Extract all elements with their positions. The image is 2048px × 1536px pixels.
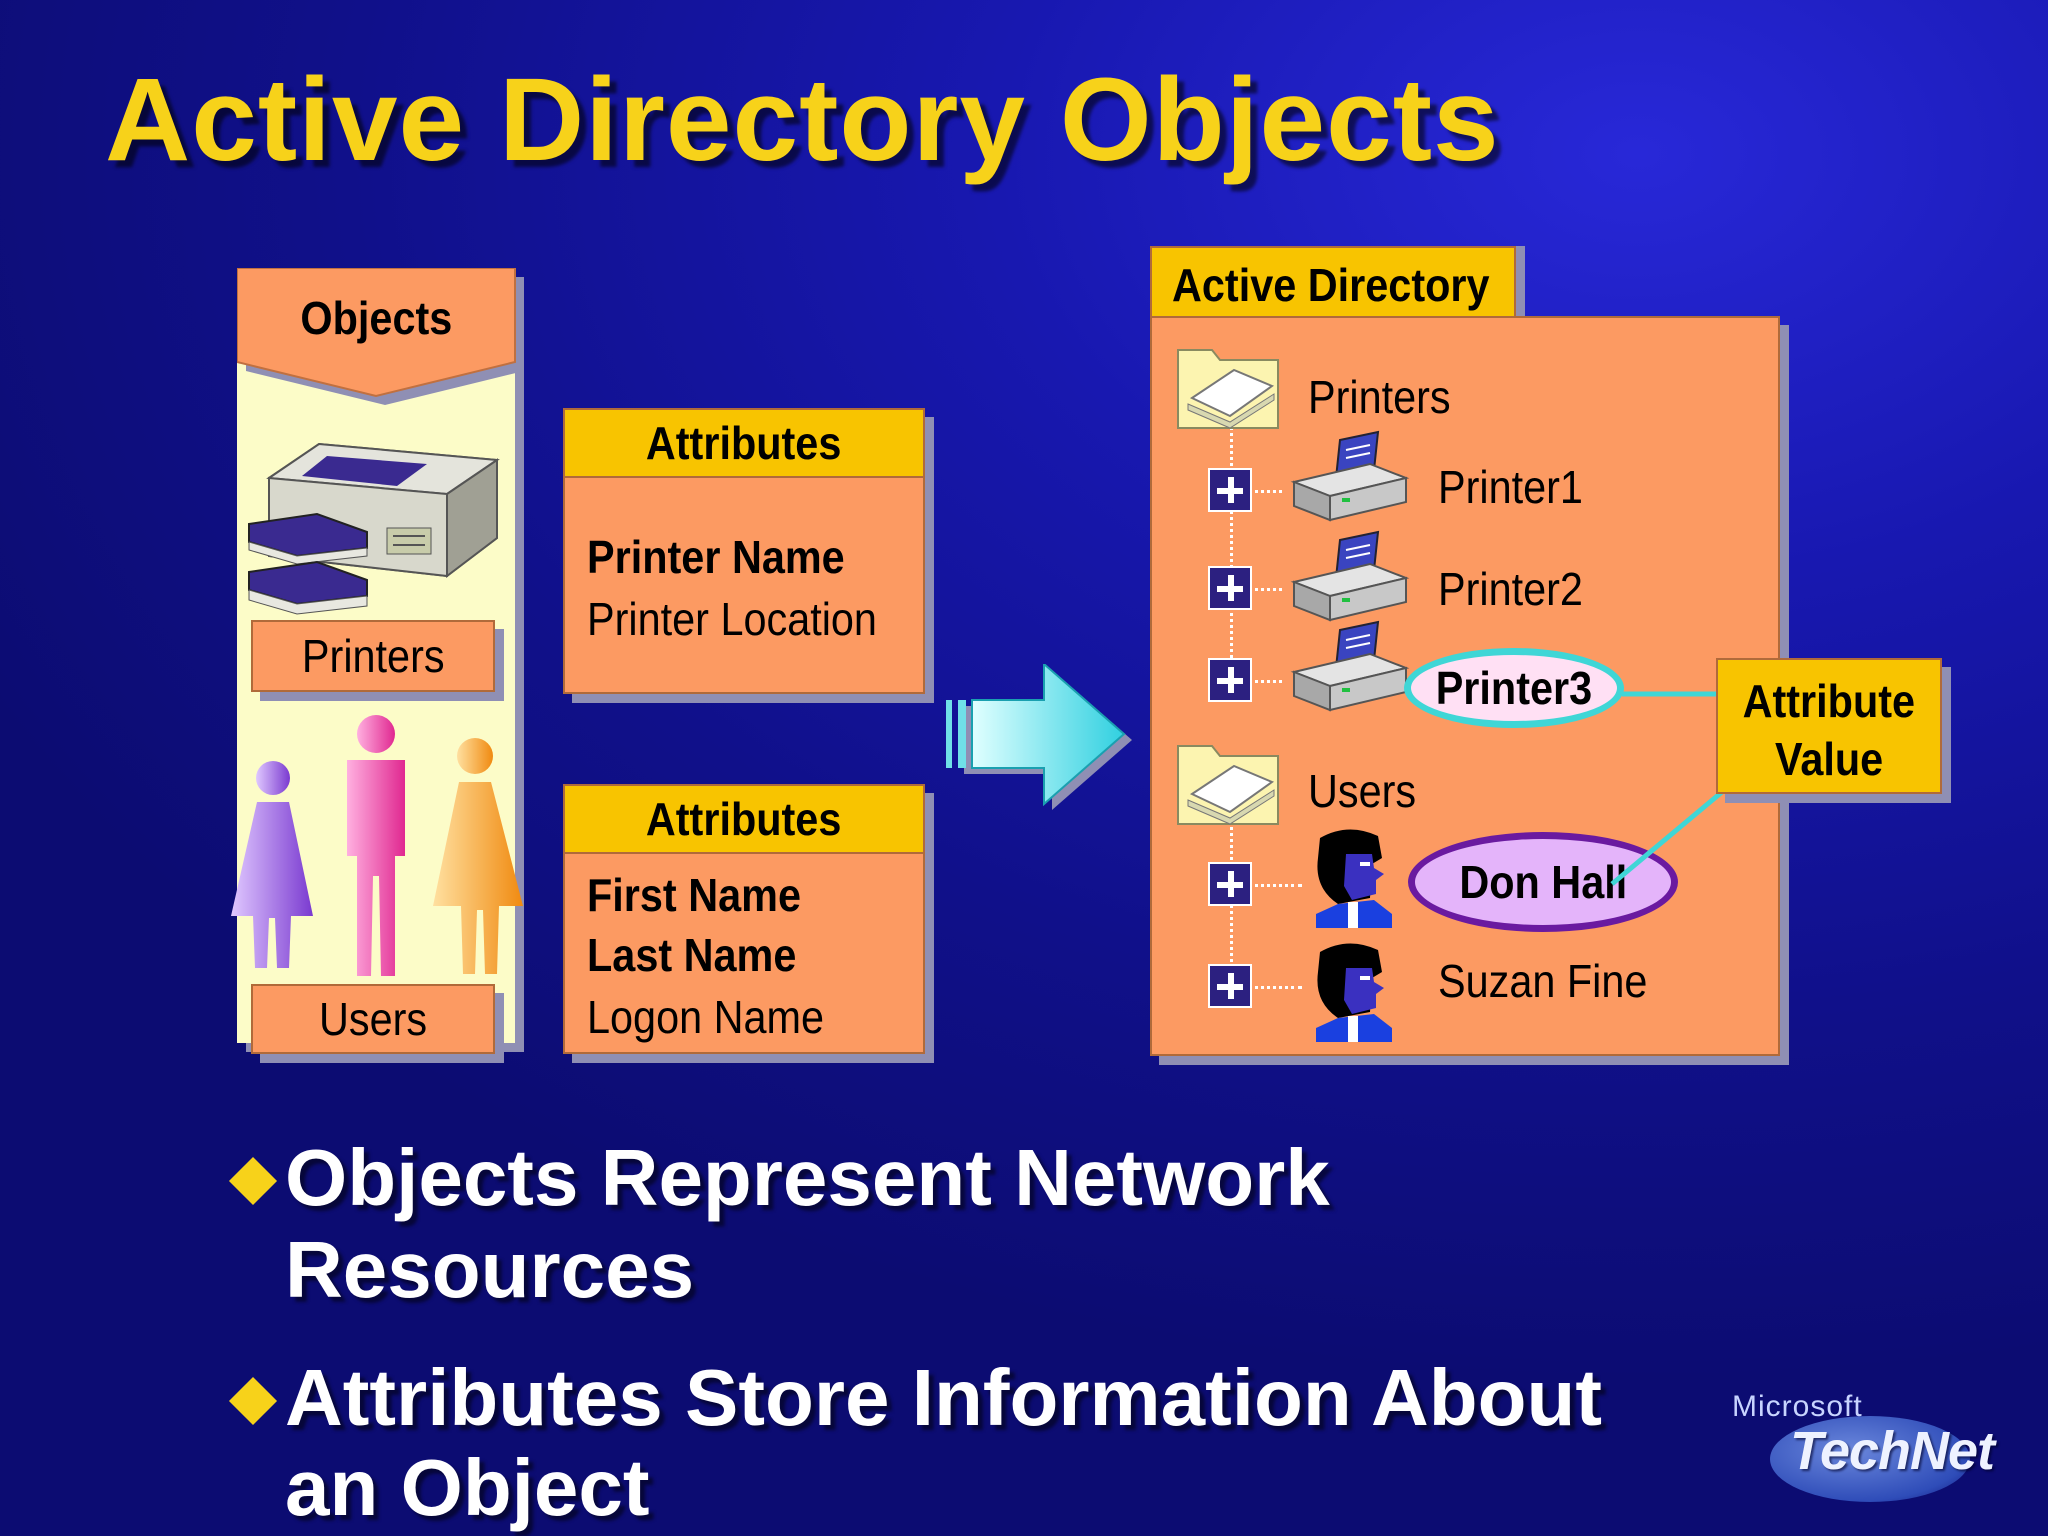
user-attribute-first-name: First Name <box>587 869 801 921</box>
technet-logo-brand: Microsoft <box>1732 1390 1863 1423</box>
user-attributes-box: Attributes First Name Last Name Logon Na… <box>563 784 925 1054</box>
attribute-value-line2: Value <box>1774 733 1884 785</box>
attribute-value-line1: Attribute <box>1742 675 1916 727</box>
printer-attributes-box: Attributes Printer Name Printer Location <box>563 408 925 694</box>
active-directory-header-text: Active Directory <box>1172 259 1490 311</box>
don-hall-user-icon <box>1316 829 1392 928</box>
printers-folder-label: Printers <box>1308 371 1451 423</box>
attribute-value-callout: Attribute Value <box>1716 658 1942 794</box>
don-hall-expand-icon[interactable] <box>1208 862 1252 906</box>
suzan-fine-label[interactable]: Suzan Fine <box>1438 955 1648 1007</box>
active-directory-panel: Printers Printer1 Printer2 Printer3 <box>1150 316 1780 1056</box>
suzan-fine-user-icon <box>1316 943 1392 1042</box>
bullet-2-line-2: an Object <box>285 1443 650 1532</box>
user-attribute-logon-name: Logon Name <box>587 991 825 1043</box>
don-hall-label: Don Hall <box>1459 856 1627 908</box>
bullet-1-diamond-icon <box>228 1156 278 1206</box>
users-tree-line <box>1230 820 1233 1000</box>
don-hall-branch <box>1242 884 1302 887</box>
bullet-1-line-1: Objects Represent Network <box>285 1133 1330 1222</box>
printer-attributes-header: Attributes <box>565 410 923 478</box>
printer3-icon <box>1290 620 1410 712</box>
technet-logo-swoosh <box>1770 1416 1970 1502</box>
printers-folder-icon <box>1177 349 1279 429</box>
printer-attributes-header-text: Attributes <box>646 417 842 469</box>
printers-object-label: Printers <box>251 620 495 692</box>
bullet-2-line-1: Attributes Store Information About <box>285 1353 1602 1442</box>
printer2-label[interactable]: Printer2 <box>1438 563 1583 615</box>
printers-object-text: Printers <box>301 630 445 682</box>
suzan-fine-expand-icon[interactable] <box>1208 964 1252 1008</box>
bullet-2-diamond-icon <box>228 1376 278 1426</box>
objects-header-label: Objects <box>237 290 515 346</box>
users-object-label: Users <box>251 984 495 1054</box>
user-attributes-header: Attributes <box>565 786 923 854</box>
active-directory-header: Active Directory <box>1150 246 1516 318</box>
objects-panel: Objects Printers Users <box>231 268 524 1058</box>
printer2-icon <box>1290 530 1410 622</box>
slide-title: Active Directory Objects <box>105 54 1500 186</box>
attribute-value-connectors <box>1610 691 1724 886</box>
technet-logo-product: TechNet <box>1790 1421 1995 1481</box>
users-illustration <box>231 715 523 976</box>
printer1-label[interactable]: Printer1 <box>1438 461 1583 513</box>
bullet-1-line-2: Resources <box>285 1225 695 1314</box>
printer1-branch <box>1242 490 1282 493</box>
printer-illustration <box>248 442 500 615</box>
printer3-label: Printer3 <box>1435 662 1593 714</box>
printer2-branch <box>1242 588 1282 591</box>
printer3-highlight[interactable]: Printer3 <box>1404 648 1624 728</box>
users-folder-icon <box>1177 745 1279 825</box>
printer1-icon <box>1290 430 1410 522</box>
printer3-branch <box>1242 680 1282 683</box>
don-hall-highlight[interactable]: Don Hall <box>1408 832 1678 932</box>
technet-logo: Microsoft TechNet <box>1730 1386 2012 1506</box>
suzan-fine-branch <box>1242 986 1302 989</box>
objects-header-chevron <box>237 268 524 405</box>
printer-attribute-location: Printer Location <box>587 593 877 645</box>
printer-attribute-name: Printer Name <box>587 531 845 583</box>
objects-header-text: Objects <box>300 292 452 344</box>
printer3-expand-icon[interactable] <box>1208 658 1252 702</box>
printers-tree-line <box>1230 422 1233 682</box>
printer1-expand-icon[interactable] <box>1208 468 1252 512</box>
user-attributes-header-text: Attributes <box>646 793 842 845</box>
user-attribute-last-name: Last Name <box>587 929 797 981</box>
users-object-text: Users <box>318 993 428 1045</box>
right-arrow-icon <box>946 664 1132 810</box>
users-folder-label: Users <box>1308 765 1417 817</box>
printer2-expand-icon[interactable] <box>1208 566 1252 610</box>
